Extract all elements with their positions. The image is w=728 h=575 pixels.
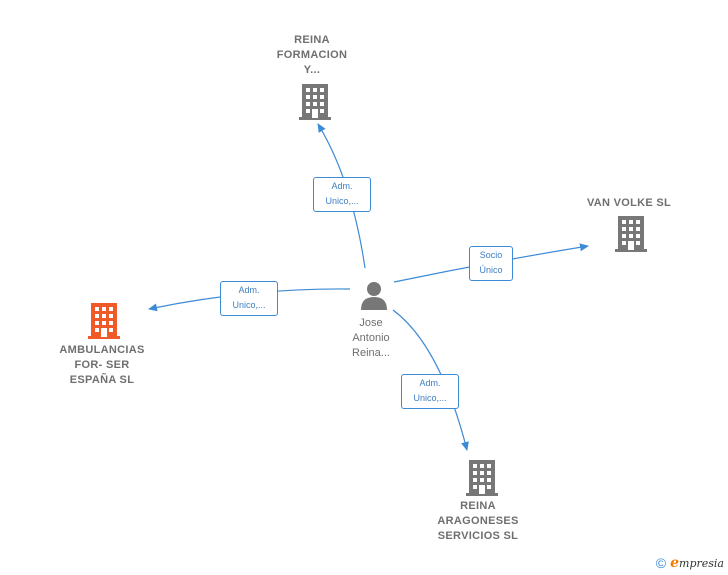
building-icon[interactable]: [466, 460, 498, 496]
building-icon[interactable]: [299, 84, 331, 120]
company-name-ambulancias[interactable]: AMBULANCIAS FOR- SER ESPAÑA SL: [59, 344, 145, 386]
relation-label-ambulancias: Adm. Unico,...: [220, 281, 278, 316]
building-icon-highlighted[interactable]: [88, 303, 120, 339]
brand-logo: empresia: [670, 555, 724, 571]
relation-label-van-volke: Socio Único: [469, 246, 513, 281]
relation-label-reina-formacion: Adm. Unico,...: [313, 177, 371, 212]
person-name[interactable]: Jose Antonio Reina...: [352, 317, 390, 359]
building-icon[interactable]: [615, 216, 647, 252]
footer-brand: ©empresia: [656, 555, 724, 571]
copyright-symbol: ©: [655, 555, 667, 571]
person-icon[interactable]: [359, 280, 389, 310]
company-name-van-volke[interactable]: VAN VOLKE SL: [586, 197, 672, 209]
relation-label-reina-aragoneses: Adm. Unico,...: [401, 374, 459, 409]
company-name-reina-aragoneses[interactable]: REINA ARAGONESES SERVICIOS SL: [437, 500, 519, 542]
company-name-reina-formacion[interactable]: REINA FORMACION Y...: [276, 34, 348, 76]
edge-reina-aragoneses: [392, 309, 469, 451]
